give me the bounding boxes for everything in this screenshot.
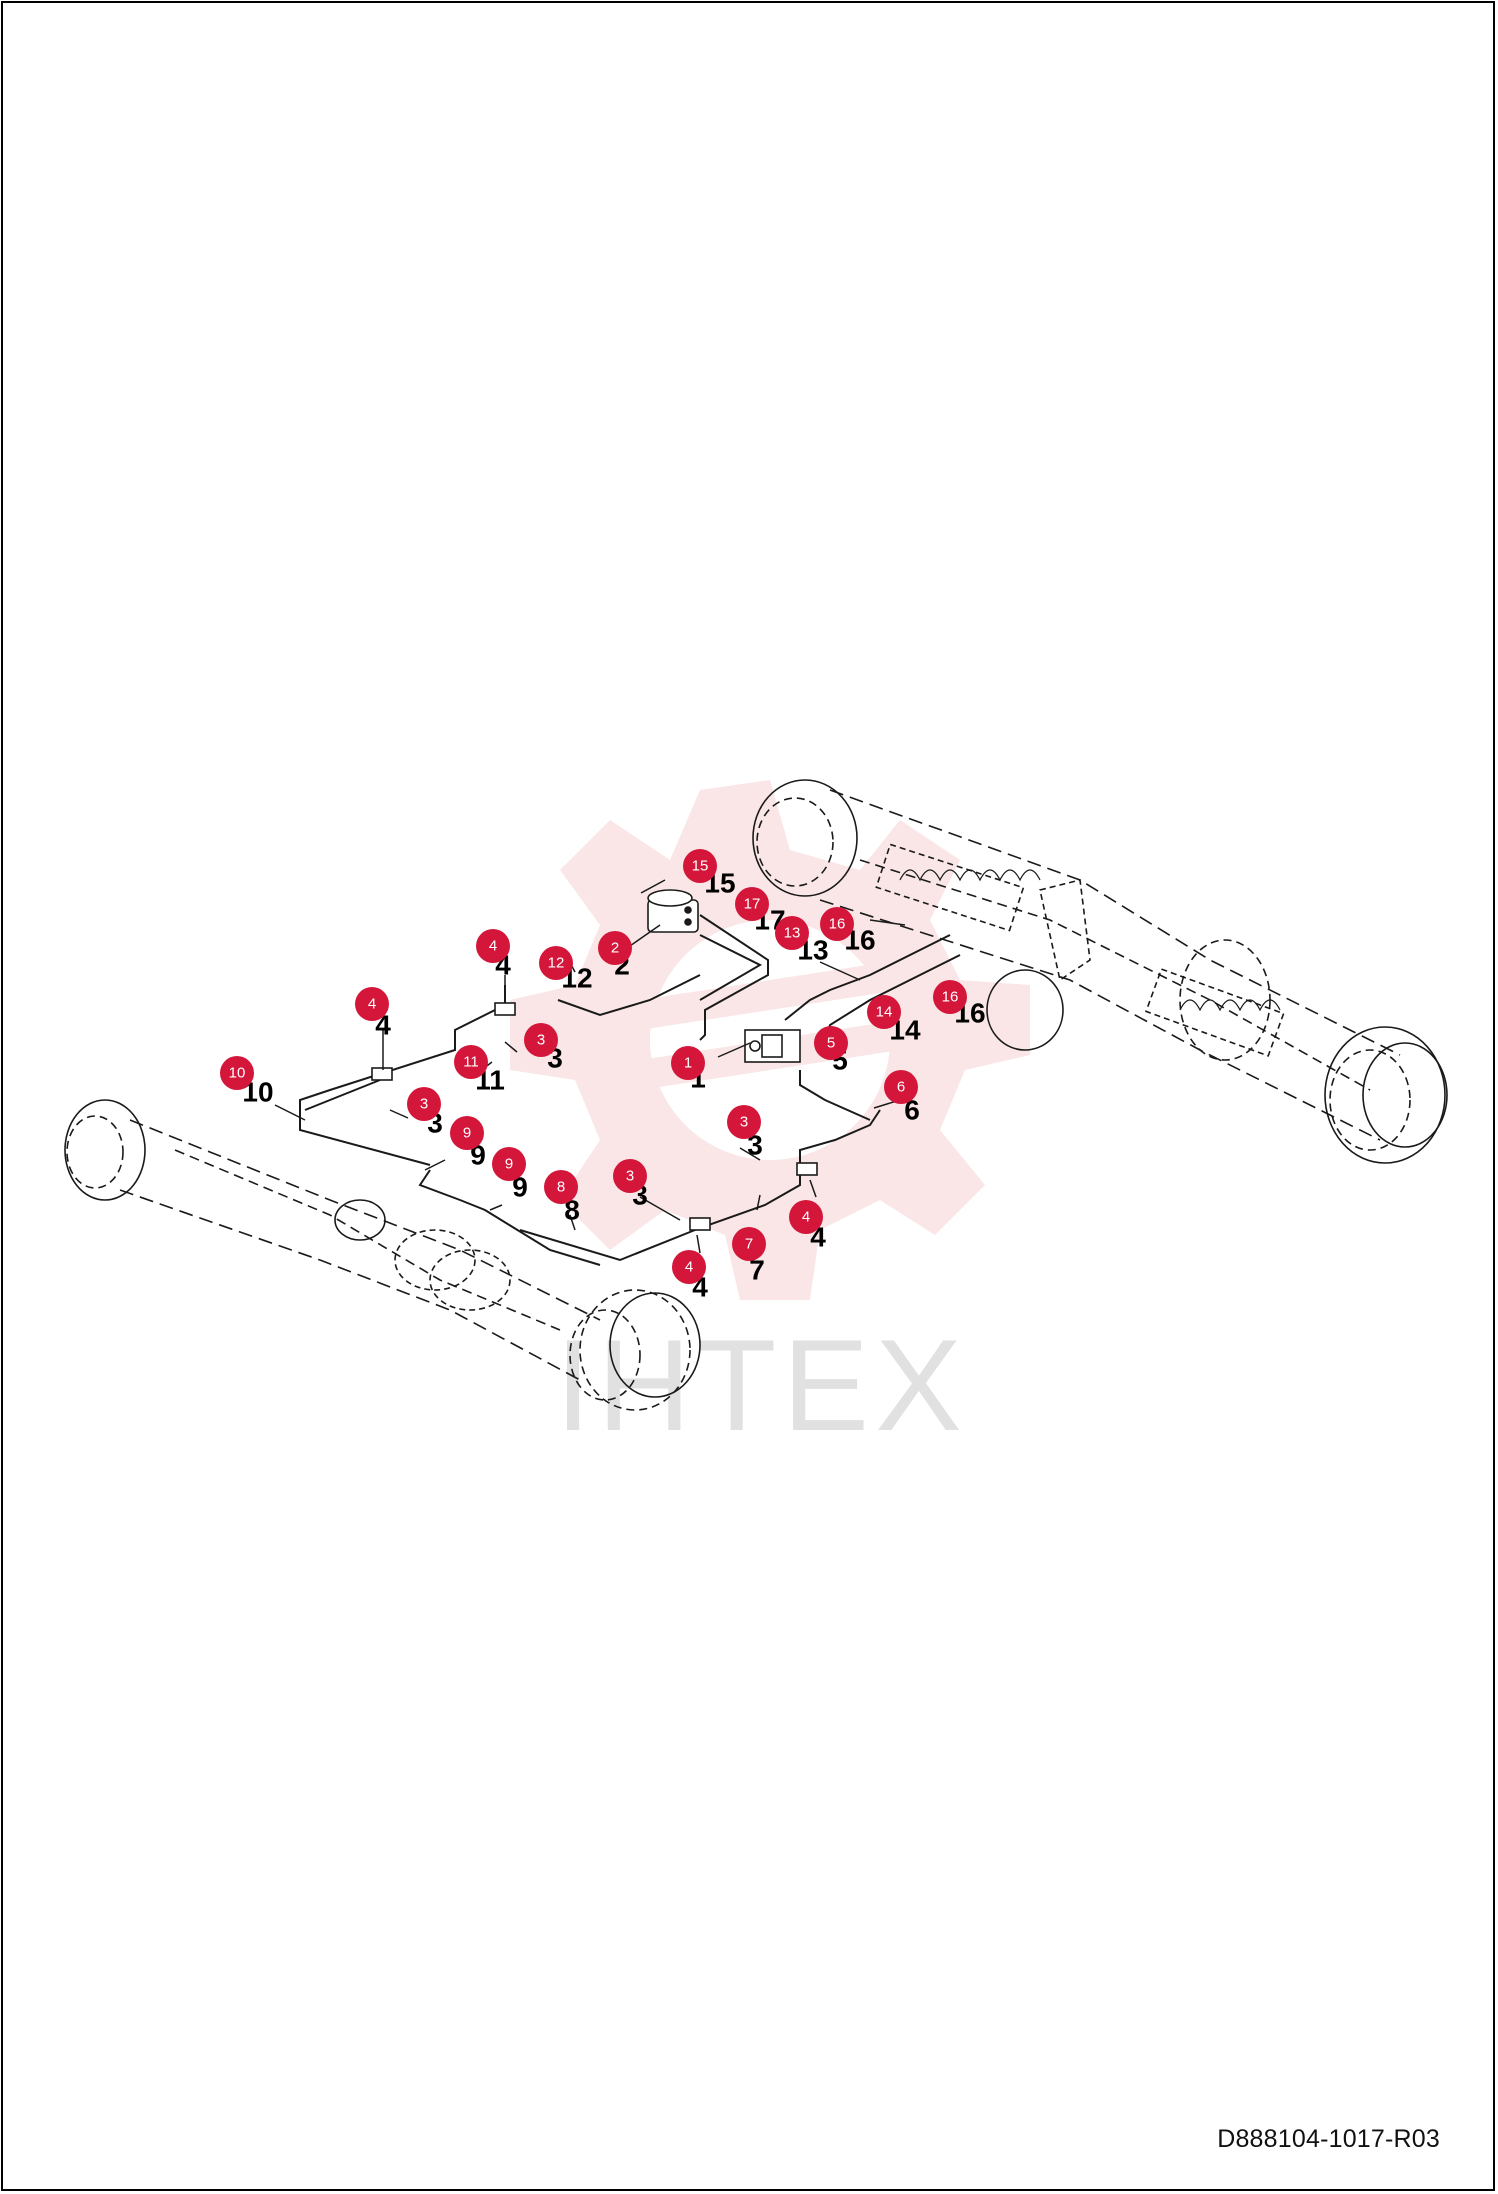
svg-text:4: 4 bbox=[802, 1209, 810, 1226]
document-code: D888104-1017-R03 bbox=[1217, 2125, 1440, 2153]
label-7: 7 bbox=[749, 1255, 765, 1286]
callout-17[interactable]: 17 bbox=[735, 887, 769, 921]
svg-text:3: 3 bbox=[626, 1168, 634, 1185]
callouts: 15 17 2 12 4 13 16 4 14 16 3 11 5 1 10 6… bbox=[220, 849, 967, 1284]
callout-4-bottom[interactable]: 4 bbox=[672, 1250, 706, 1284]
callout-14[interactable]: 14 bbox=[867, 995, 901, 1029]
callout-3-mid[interactable]: 3 bbox=[613, 1159, 647, 1193]
callout-4-left[interactable]: 4 bbox=[355, 987, 389, 1021]
callout-4-right[interactable]: 4 bbox=[789, 1200, 823, 1234]
callout-3-upper[interactable]: 3 bbox=[524, 1023, 558, 1057]
svg-text:3: 3 bbox=[420, 1096, 428, 1113]
callout-3-left[interactable]: 3 bbox=[407, 1087, 441, 1121]
svg-text:6: 6 bbox=[897, 1079, 905, 1096]
callout-6[interactable]: 6 bbox=[884, 1070, 918, 1104]
callout-1[interactable]: 1 bbox=[671, 1046, 705, 1080]
svg-text:3: 3 bbox=[740, 1114, 748, 1131]
callout-12[interactable]: 12 bbox=[539, 946, 573, 980]
svg-text:9: 9 bbox=[463, 1125, 471, 1142]
svg-text:7: 7 bbox=[745, 1236, 753, 1253]
front-axle bbox=[64, 1099, 701, 1411]
svg-text:16: 16 bbox=[942, 989, 959, 1006]
callout-10[interactable]: 10 bbox=[220, 1056, 254, 1090]
svg-text:4: 4 bbox=[489, 938, 497, 955]
svg-text:9: 9 bbox=[505, 1156, 513, 1173]
rear-axle bbox=[752, 779, 1448, 1164]
watermark-text: IHTEX bbox=[555, 1312, 968, 1458]
svg-text:13: 13 bbox=[784, 925, 801, 942]
svg-text:1: 1 bbox=[684, 1055, 692, 1072]
svg-text:4: 4 bbox=[368, 996, 376, 1013]
svg-text:8: 8 bbox=[557, 1179, 565, 1196]
callout-16-top[interactable]: 16 bbox=[820, 907, 854, 941]
svg-text:14: 14 bbox=[876, 1004, 893, 1021]
tee-fitting-left bbox=[371, 1002, 818, 1231]
callout-4-top[interactable]: 4 bbox=[476, 929, 510, 963]
callout-9-left[interactable]: 9 bbox=[450, 1116, 484, 1150]
callout-7[interactable]: 7 bbox=[732, 1227, 766, 1261]
callout-9-mid[interactable]: 9 bbox=[492, 1147, 526, 1181]
svg-text:10: 10 bbox=[229, 1065, 246, 1082]
callout-13[interactable]: 13 bbox=[775, 916, 809, 950]
callout-15[interactable]: 15 bbox=[683, 849, 717, 883]
svg-text:11: 11 bbox=[463, 1054, 479, 1071]
leader-lines bbox=[274, 879, 906, 1254]
svg-text:3: 3 bbox=[537, 1032, 545, 1049]
svg-text:16: 16 bbox=[829, 916, 846, 933]
svg-text:4: 4 bbox=[685, 1259, 693, 1276]
svg-text:5: 5 bbox=[827, 1035, 835, 1052]
callout-8[interactable]: 8 bbox=[544, 1170, 578, 1204]
steering-valve bbox=[647, 889, 699, 933]
callout-3-right[interactable]: 3 bbox=[727, 1105, 761, 1139]
svg-text:12: 12 bbox=[548, 955, 565, 972]
callout-5[interactable]: 5 bbox=[814, 1026, 848, 1060]
brake-valve-block bbox=[744, 1029, 801, 1063]
callout-11[interactable]: 11 bbox=[454, 1045, 488, 1079]
callout-16-right[interactable]: 16 bbox=[933, 980, 967, 1014]
svg-text:2: 2 bbox=[611, 940, 619, 957]
svg-text:15: 15 bbox=[692, 858, 709, 875]
callout-2[interactable]: 2 bbox=[598, 931, 632, 965]
svg-text:17: 17 bbox=[744, 896, 761, 913]
